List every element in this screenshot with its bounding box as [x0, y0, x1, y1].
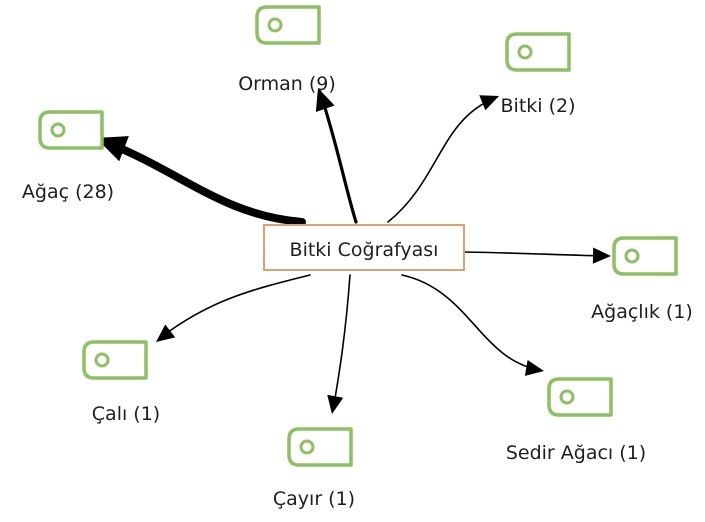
node-orman[interactable]: Orman (9): [238, 5, 336, 95]
arrowhead: [327, 394, 344, 414]
tag-icon: [255, 5, 321, 45]
edge-line: [387, 97, 496, 223]
node-bitki[interactable]: Bitki (2): [501, 32, 576, 117]
edge-cayir: [327, 274, 351, 414]
node-label: Ağaç (28): [22, 181, 114, 203]
center-node-box: [263, 224, 465, 271]
tag-icon: [287, 427, 353, 467]
arrowhead: [96, 136, 129, 162]
node-cali[interactable]: Çalı (1): [82, 340, 160, 425]
nodes-layer: Orman (9) Bitki (2) Ağaç (28) Ağaçlık (1) Ça…: [22, 5, 693, 510]
edges-layer: [96, 88, 611, 414]
edge-line: [332, 274, 351, 411]
arrowhead: [592, 247, 611, 264]
arrowhead: [524, 359, 544, 376]
edge-sedir: [401, 274, 544, 376]
edge-bitki: [387, 95, 499, 223]
edge-line: [159, 274, 311, 339]
edge-agaclik: [464, 247, 611, 264]
edge-line: [464, 251, 608, 257]
edge-line: [318, 90, 358, 224]
edge-line: [401, 274, 541, 371]
tag-icon: [612, 236, 678, 276]
node-label: Orman (9): [238, 73, 336, 95]
center-node-label: Bitki Coğrafyası: [290, 239, 439, 261]
arrowhead: [479, 95, 499, 111]
node-label: Ağaçlık (1): [591, 301, 693, 323]
arrowhead: [156, 324, 176, 342]
arrowhead: [315, 88, 335, 113]
node-cayir[interactable]: Çayır (1): [273, 427, 355, 510]
edge-agac: [96, 136, 306, 226]
node-label: Çalı (1): [92, 403, 160, 425]
node-agac[interactable]: Ağaç (28): [22, 110, 114, 203]
tag-icon: [38, 110, 104, 150]
node-sedir[interactable]: Sedir Ağacı (1): [506, 377, 646, 464]
edge-line: [96, 136, 306, 226]
node-agaclik[interactable]: Ağaçlık (1): [591, 236, 693, 323]
edge-cali: [156, 274, 311, 342]
edge-orman: [315, 88, 358, 224]
node-label: Bitki (2): [501, 95, 576, 117]
node-label: Sedir Ağacı (1): [506, 442, 646, 464]
node-label: Çayır (1): [273, 488, 355, 510]
tag-icon: [547, 377, 613, 417]
center-node[interactable]: Bitki Coğrafyası: [263, 224, 465, 271]
tag-icon: [82, 340, 148, 380]
tag-icon: [505, 32, 571, 72]
